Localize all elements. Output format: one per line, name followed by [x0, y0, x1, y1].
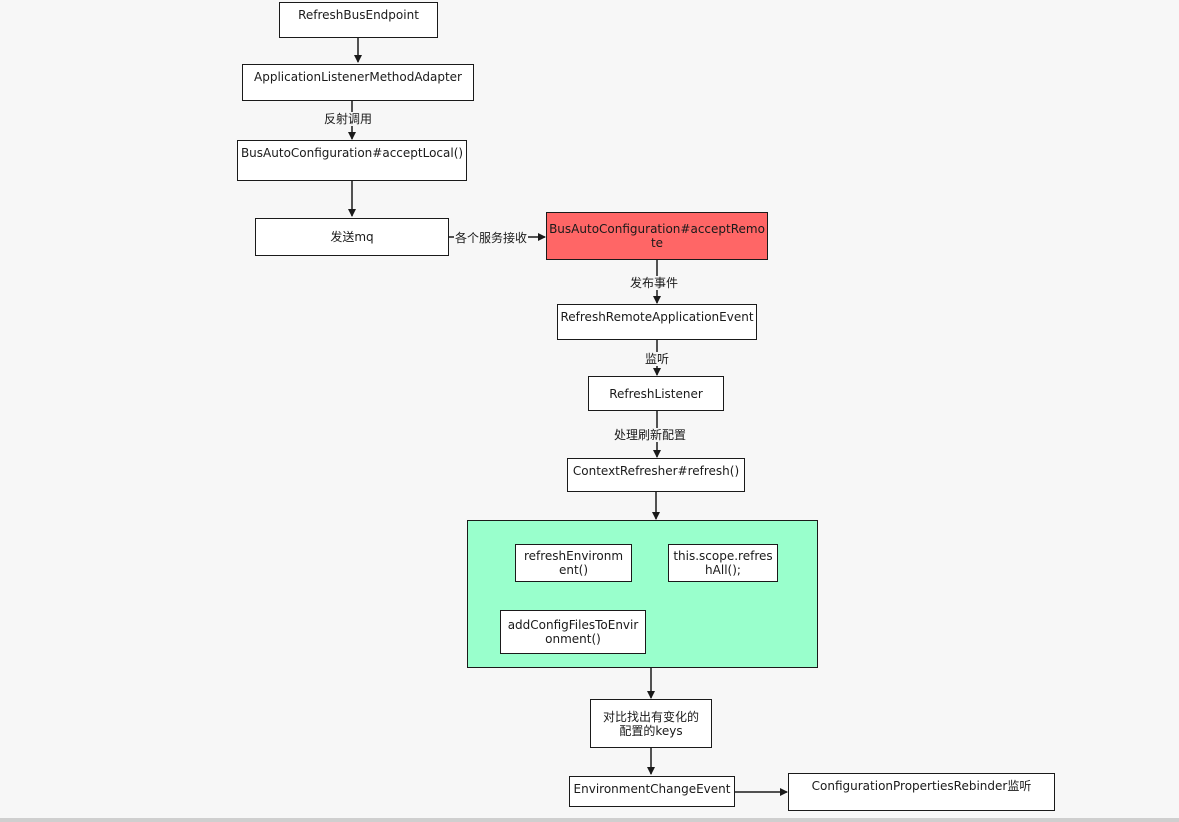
- node-context-refresher-refresh[interactable]: ContextRefresher#refresh(): [567, 458, 745, 492]
- node-configuration-properties-rebinder[interactable]: ConfigurationPropertiesRebinder监听: [788, 773, 1055, 811]
- edge-label-listen: 监听: [644, 352, 671, 366]
- node-compare-changed-keys[interactable]: 对比找出有变化的 配置的keys: [590, 699, 712, 748]
- node-label: RefreshRemoteApplicationEvent: [560, 310, 754, 324]
- node-label: addConfigFilesToEnvir onment(): [507, 618, 639, 646]
- node-environment-change-event[interactable]: EnvironmentChangeEvent: [569, 776, 735, 807]
- edge-label-each-service-receives: 各个服务接收: [454, 231, 529, 245]
- bottom-scroll-edge: [0, 818, 1179, 822]
- node-label: BusAutoConfiguration#acceptLocal(): [240, 146, 464, 160]
- node-send-mq[interactable]: 发送mq: [255, 218, 449, 256]
- node-label: BusAutoConfiguration#acceptRemo te: [549, 222, 765, 250]
- edge-label-publish-event: 发布事件: [629, 276, 680, 290]
- node-label: ConfigurationPropertiesRebinder监听: [811, 779, 1032, 793]
- node-label: refreshEnvironm ent(): [523, 549, 624, 577]
- node-this-scope-refresh-all[interactable]: this.scope.refres hAll();: [668, 544, 778, 582]
- node-label: RefreshListener: [609, 386, 703, 401]
- node-refresh-listener[interactable]: RefreshListener: [588, 376, 724, 411]
- node-label: EnvironmentChangeEvent: [573, 782, 731, 796]
- node-refresh-environment[interactable]: refreshEnvironm ent(): [515, 544, 632, 582]
- node-bus-auto-configuration-accept-remote[interactable]: BusAutoConfiguration#acceptRemo te: [546, 212, 768, 260]
- node-add-config-files-to-environment[interactable]: addConfigFilesToEnvir onment(): [500, 610, 646, 654]
- node-refresh-remote-application-event[interactable]: RefreshRemoteApplicationEvent: [557, 304, 757, 340]
- node-refresh-bus-endpoint[interactable]: RefreshBusEndpoint: [279, 2, 438, 38]
- node-label: ApplicationListenerMethodAdapter: [254, 70, 462, 84]
- node-label: RefreshBusEndpoint: [298, 8, 419, 22]
- node-label: 发送mq: [330, 230, 374, 244]
- edge-label-reflective-call: 反射调用: [323, 112, 374, 126]
- node-label: 对比找出有变化的 配置的keys: [602, 709, 699, 738]
- node-label: ContextRefresher#refresh(): [572, 464, 740, 478]
- node-application-listener-method-adapter[interactable]: ApplicationListenerMethodAdapter: [242, 64, 474, 101]
- node-label: this.scope.refres hAll();: [673, 549, 773, 577]
- node-bus-auto-configuration-accept-local[interactable]: BusAutoConfiguration#acceptLocal(): [237, 140, 467, 181]
- edge-label-handle-refresh-config: 处理刷新配置: [613, 428, 688, 442]
